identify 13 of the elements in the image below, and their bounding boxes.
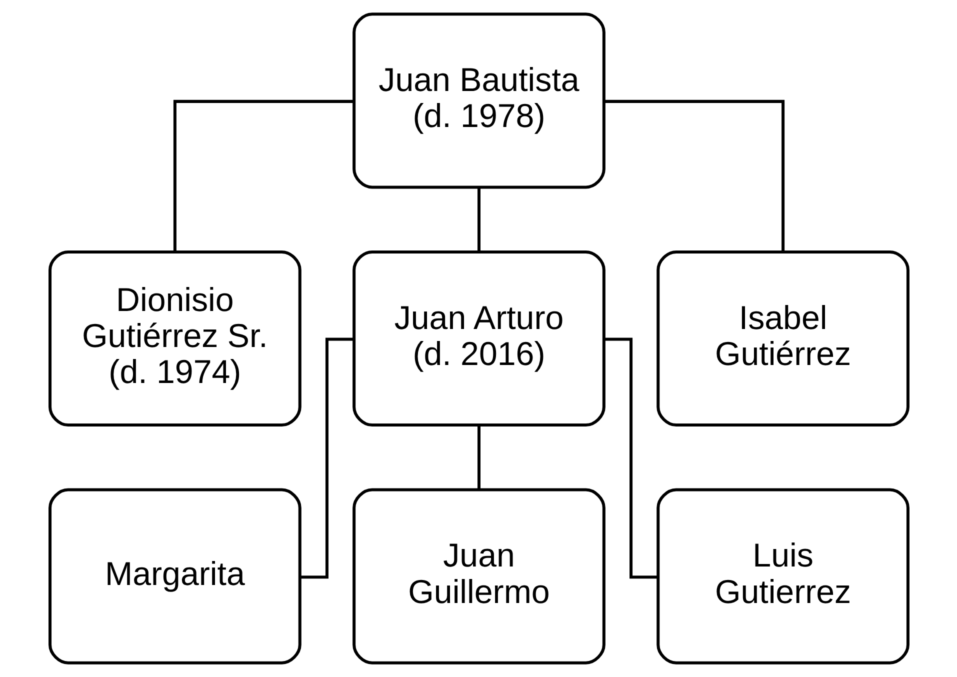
node-box: Luis Gutierrez — [656, 488, 909, 664]
node-box: Juan Bautista (d. 1978) — [352, 12, 605, 189]
node-box: Juan Arturo (d. 2016) — [352, 250, 605, 427]
connector — [477, 188, 480, 252]
node-box: Juan Guillermo — [352, 488, 605, 664]
connector — [172, 100, 354, 252]
node-box: Dionisio Gutiérrez Sr. (d. 1974) — [48, 250, 301, 427]
connector — [604, 338, 657, 579]
node-box: Isabel Gutiérrez — [656, 250, 909, 427]
connector — [300, 338, 353, 579]
connector — [477, 426, 480, 490]
node-box: Margarita — [48, 488, 301, 664]
connector — [604, 100, 784, 252]
